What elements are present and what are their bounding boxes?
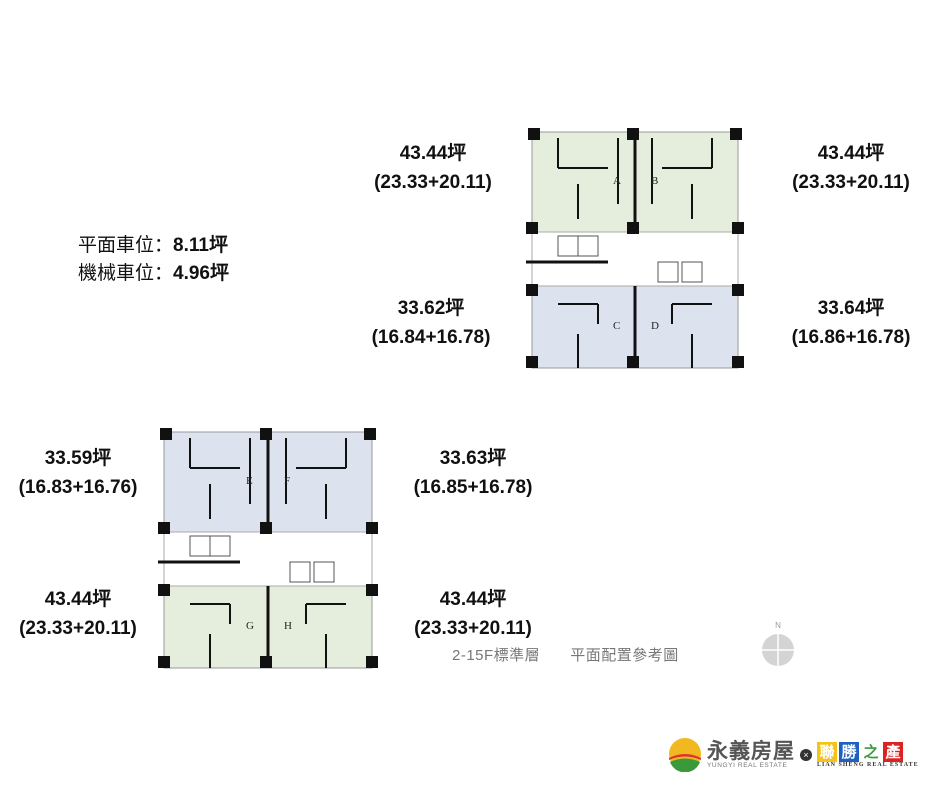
- elevator-shaft: [577, 235, 599, 257]
- unit-letter-d: D: [651, 320, 659, 332]
- plan-caption: 2-15F標準層 平面配置參考圖: [452, 644, 709, 665]
- compass-icon: N: [758, 620, 798, 677]
- elevator-shaft: [657, 261, 679, 283]
- core-area: [163, 531, 373, 587]
- collab-x-icon: ×: [800, 749, 812, 761]
- structural-column: [732, 222, 744, 234]
- unit-letter-b: B: [651, 175, 658, 187]
- yungyi-logo-icon: [669, 738, 701, 772]
- structural-column: [732, 356, 744, 368]
- flat-parking-value: 8.11坪: [173, 235, 228, 256]
- unit-letter-c: C: [613, 320, 620, 332]
- parking-info: 平面車位：8.11坪 機械車位：4.96坪: [78, 232, 229, 288]
- unit-h-area-label: 43.44坪(23.33+20.11): [414, 589, 532, 639]
- floor-plan-abcd: A B C D: [526, 128, 744, 369]
- unit-e-area-label: 33.59坪(16.83+16.76): [18, 448, 138, 498]
- mech-parking-value: 4.96坪: [173, 263, 229, 284]
- structural-column: [160, 428, 172, 440]
- elevator-shaft: [289, 561, 311, 583]
- plan-title: 平面配置參考圖: [570, 647, 679, 664]
- brand-logos: 永義房屋 YUNGYI REAL ESTATE × 聯 勝 之 產 LIAN S…: [668, 738, 919, 772]
- structural-column: [526, 356, 538, 368]
- unit-letter-e: E: [246, 475, 253, 487]
- unit-h-area: [267, 585, 373, 669]
- elevator-shaft: [681, 261, 703, 283]
- structural-column: [627, 128, 639, 140]
- structural-column: [366, 522, 378, 534]
- unit-f-area-label: 33.63坪(16.85+16.78): [413, 448, 533, 498]
- core-area: [531, 231, 739, 287]
- compass-north-label: N: [775, 621, 781, 630]
- unit-g-area-label: 43.44坪(23.33+20.11): [19, 589, 137, 639]
- unit-b-area-label: 43.44坪(23.33+20.11): [792, 143, 910, 193]
- structural-column: [158, 656, 170, 668]
- unit-d-area: [634, 285, 739, 369]
- structural-column: [158, 584, 170, 596]
- structural-column: [732, 284, 744, 296]
- unit-letter-f: F: [284, 475, 290, 487]
- structural-column: [366, 656, 378, 668]
- structural-column: [366, 584, 378, 596]
- yungyi-brand: 永義房屋 YUNGYI REAL ESTATE: [707, 739, 795, 769]
- flat-parking-label: 平面車位：: [78, 235, 174, 256]
- structural-column: [730, 128, 742, 140]
- liansheng-brand: 聯 勝 之 產 LIAN SHENG REAL ESTATE: [817, 742, 919, 768]
- structural-column: [158, 522, 170, 534]
- unit-d-area-label: 33.64坪(16.86+16.78): [791, 298, 911, 348]
- unit-letter-h: H: [284, 620, 292, 632]
- structural-column: [260, 428, 272, 440]
- unit-a-area-label: 43.44坪(23.33+20.11): [374, 143, 492, 193]
- structural-column: [627, 222, 639, 234]
- structural-column: [364, 428, 376, 440]
- structural-column: [526, 284, 538, 296]
- unit-letter-g: G: [246, 620, 254, 632]
- floor-range-label: 2-15F標準層: [452, 647, 541, 664]
- unit-c-area-label: 33.62坪(16.84+16.78): [371, 298, 491, 348]
- mech-parking-label: 機械車位：: [78, 263, 174, 284]
- unit-g-area: [163, 585, 269, 669]
- structural-column: [627, 356, 639, 368]
- elevator-shaft: [313, 561, 335, 583]
- structural-column: [528, 128, 540, 140]
- structural-column: [526, 222, 538, 234]
- structural-column: [260, 522, 272, 534]
- structural-column: [260, 656, 272, 668]
- unit-letter-a: A: [613, 175, 621, 187]
- elevator-shaft: [209, 535, 231, 557]
- floor-plan-efgh: E F G H: [158, 428, 378, 669]
